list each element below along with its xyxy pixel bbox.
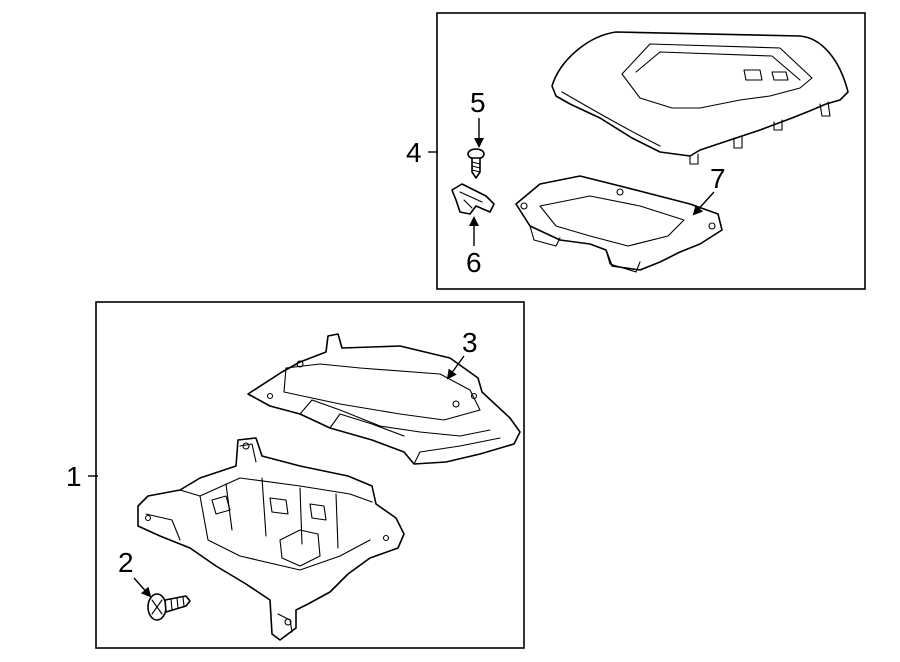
bolt-2 bbox=[147, 593, 191, 621]
callout-1: 1 bbox=[66, 461, 82, 492]
clip-6 bbox=[451, 183, 495, 215]
leader-arrow-3 bbox=[446, 355, 465, 380]
callout-7: 7 bbox=[710, 163, 726, 194]
callout-6: 6 bbox=[466, 247, 482, 278]
callout-5: 5 bbox=[470, 87, 486, 118]
upper-assembly-box bbox=[436, 12, 866, 290]
leader-arrow-7 bbox=[692, 191, 715, 216]
console-base-bin bbox=[137, 437, 405, 641]
inner-bracket bbox=[515, 175, 723, 273]
leader-arrow-2 bbox=[133, 577, 152, 598]
callout-4: 4 bbox=[406, 137, 422, 168]
console-top-plate bbox=[247, 333, 521, 465]
console-trim-cover bbox=[551, 31, 849, 165]
callout-2: 2 bbox=[118, 547, 134, 578]
callout-3: 3 bbox=[462, 327, 478, 358]
lower-assembly-box bbox=[95, 301, 525, 649]
screw-5 bbox=[467, 148, 485, 179]
